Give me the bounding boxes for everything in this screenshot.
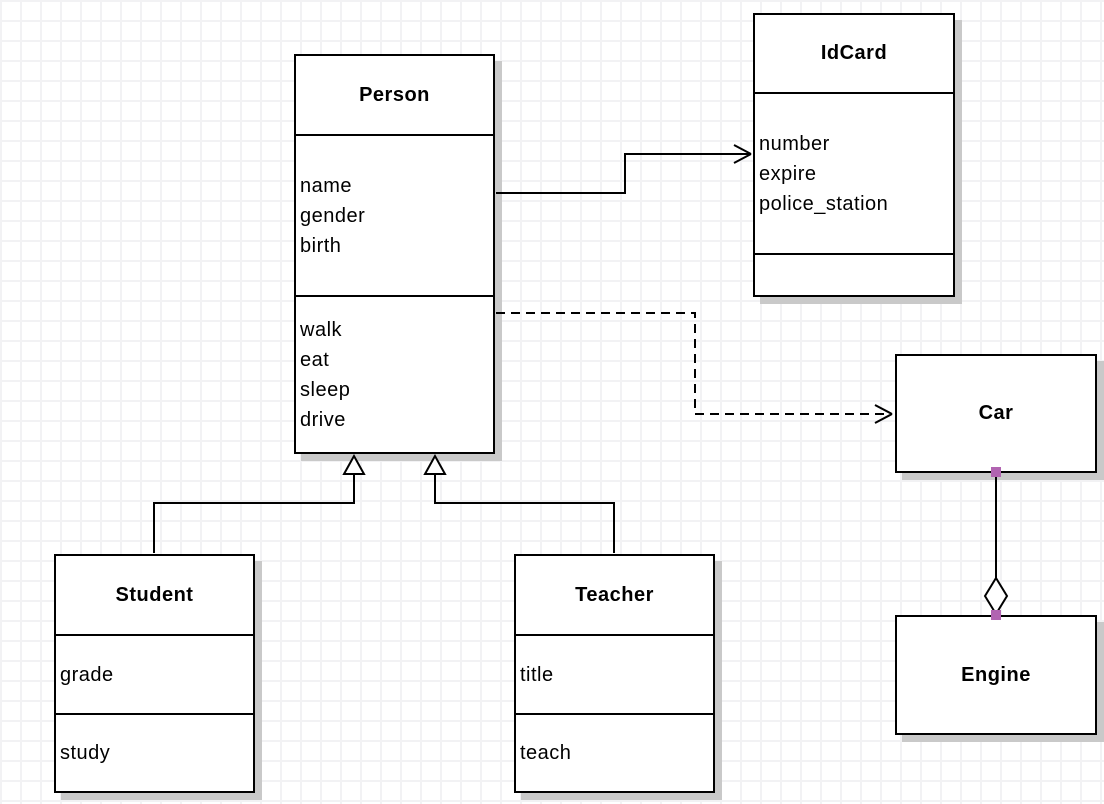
class-engine-title: Engine	[961, 663, 1031, 686]
class-teacher-title: Teacher	[516, 556, 713, 636]
class-idcard-methods	[755, 255, 953, 295]
class-idcard-title: IdCard	[755, 15, 953, 94]
hollow-diamond-icon	[983, 576, 1009, 616]
method: eat	[300, 348, 330, 371]
attribute: expire	[759, 162, 817, 185]
class-car-title: Car	[978, 402, 1014, 424]
class-engine[interactable]: Engine	[895, 615, 1097, 735]
open-arrowhead-icon	[733, 144, 752, 164]
attribute: title	[520, 663, 554, 686]
method: walk	[300, 318, 343, 341]
open-arrowhead-icon	[874, 404, 893, 424]
class-teacher-attributes: title	[516, 636, 713, 715]
connector-person-car-dependency[interactable]	[496, 312, 893, 424]
hollow-triangle-icon	[423, 453, 447, 475]
class-person[interactable]: Person name gender birth walk eat sleep …	[294, 54, 495, 454]
hollow-triangle-icon	[342, 453, 366, 475]
attribute: grade	[60, 663, 114, 686]
connector-student-person-generalization[interactable]	[153, 453, 366, 553]
method: teach	[520, 742, 572, 764]
class-car[interactable]: Car	[895, 354, 1097, 473]
connector-person-idcard-association[interactable]	[496, 144, 752, 194]
method: study	[60, 742, 111, 764]
method: sleep	[300, 378, 351, 401]
class-teacher[interactable]: Teacher title teach	[514, 554, 715, 793]
class-teacher-methods: teach	[516, 715, 713, 791]
connector-teacher-person-generalization[interactable]	[423, 453, 615, 553]
class-person-methods: walk eat sleep drive	[296, 297, 493, 452]
connector-car-engine-aggregation[interactable]	[983, 467, 1009, 620]
attribute: gender	[300, 204, 366, 227]
class-student[interactable]: Student grade study	[54, 554, 255, 793]
method: drive	[300, 408, 346, 431]
class-person-title: Person	[296, 56, 493, 136]
attribute: name	[300, 174, 353, 197]
class-student-title: Student	[56, 556, 253, 636]
class-person-attributes: name gender birth	[296, 136, 493, 297]
attribute: police_station	[759, 192, 889, 215]
class-idcard[interactable]: IdCard number expire police_station	[753, 13, 955, 297]
class-student-attributes: grade	[56, 636, 253, 715]
attribute: number	[759, 132, 830, 155]
class-student-methods: study	[56, 715, 253, 791]
attribute: birth	[300, 234, 342, 257]
class-idcard-attributes: number expire police_station	[755, 94, 953, 255]
